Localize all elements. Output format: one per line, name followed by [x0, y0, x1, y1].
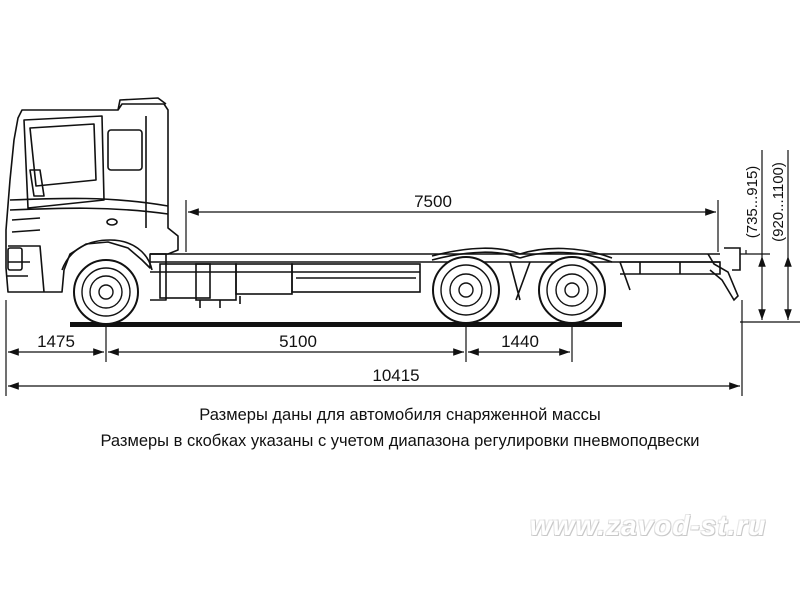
dim-front-overhang: 1475 — [37, 332, 75, 351]
vertical-dim-extension — [761, 150, 789, 256]
chassis-frame — [150, 247, 741, 308]
caption-air-suspension-range: Размеры в скобках указаны с учетом диапа… — [100, 432, 700, 450]
rear-wheel-1 — [432, 256, 500, 324]
caption-curb-weight: Размеры даны для автомобиля снаряженной … — [199, 406, 601, 424]
dim-wheelbase: 5100 — [279, 332, 317, 351]
ground-strip — [70, 322, 622, 327]
site-watermark: www.zavod-st.ru — [530, 510, 767, 541]
truck-cab — [5, 97, 179, 301]
extension-lines — [5, 200, 800, 396]
dim-coupling-height: (920...1100) — [770, 162, 787, 242]
dim-frame-length: 7500 — [414, 192, 452, 211]
dim-overall-length: 10415 — [372, 366, 419, 385]
rear-wheel-2 — [538, 256, 606, 324]
dim-rear-axle-spacing: 1440 — [501, 332, 539, 351]
dim-frame-height: (735...915) — [744, 166, 761, 239]
front-wheel — [73, 259, 139, 325]
